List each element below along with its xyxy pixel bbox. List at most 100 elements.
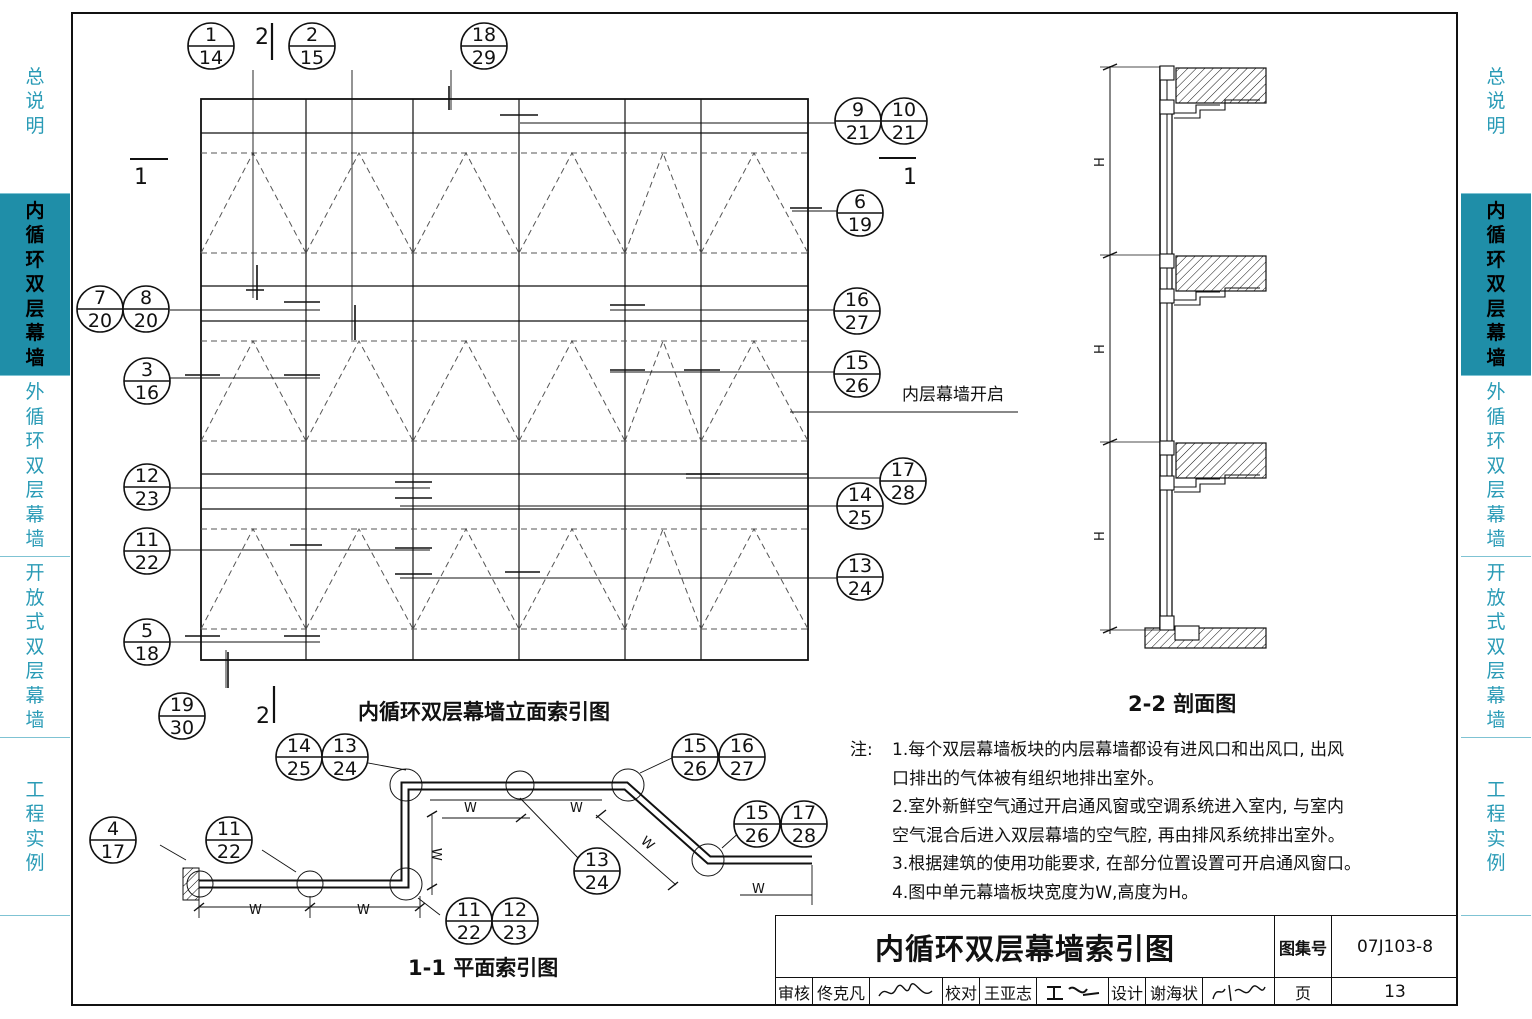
callout-top: 6 [854,191,866,213]
elevation-drawing [130,23,1018,723]
plan-dim-w2: W [357,903,370,918]
signature-reviewer [878,983,933,997]
callout-top: 12 [135,465,159,487]
callout-top: 15 [745,802,769,824]
callout-bottom: 22 [217,841,241,863]
elevation-title: 内循环双层幕墙立面索引图 [358,700,610,724]
callout-bottom: 30 [170,717,194,739]
tab-outer-circulation[interactable]: 外循环双层幕墙 [0,376,70,557]
callout-top: 11 [217,818,241,840]
callout-top: 11 [135,529,159,551]
callout-bottom: 17 [101,841,125,863]
tab-label: 工程实例 [1486,778,1506,875]
elevation-callout: 316 [123,357,171,405]
review-label: 审核 [775,977,812,1006]
callout-bottom: 16 [135,382,159,404]
tab-label: 外循环双层幕墙 [25,381,45,551]
tab-label: 内循环双层幕墙 [1486,199,1506,369]
callout-top: 2 [306,24,318,46]
tab-inner-circulation[interactable]: 内循环双层幕墙 [1461,194,1531,376]
section-dim-h2: H [1093,344,1108,354]
tab-project-examples[interactable]: 工程实例 [0,738,70,916]
tab-label: 工程实例 [25,778,45,875]
note-line-3: 2.室外新鲜空气通过开启通风窗或空调系统进入室内, 与室内 [892,797,1345,817]
callout-top: 9 [852,99,864,121]
note-line-4: 空气混合后进入双层幕墙的空气腔, 再由排风系统排出室外。 [892,825,1345,846]
callout-bottom: 24 [333,758,357,780]
elevation-callout: 215 [288,22,336,70]
tab-open-type[interactable]: 开放式双层幕墙 [0,557,70,738]
callout-top: 4 [107,818,119,840]
note-line-2: 口排出的气体被有组织地排出室外。 [892,768,1164,789]
note-line-5: 3.根据建筑的使用功能要求, 在部分位置设置可开启通风窗口。 [892,854,1362,874]
section-dimensions: H H H [1093,157,1108,541]
callout-top: 1 [205,24,217,46]
signature-designer [1211,984,1266,1002]
section-dim-h1: H [1093,157,1108,167]
tab-label: 内循环双层幕墙 [25,199,45,369]
inner-opening-annotation: 内层幕墙开启 [902,385,1004,405]
callout-top: 3 [141,359,153,381]
callout-top: 13 [333,735,357,757]
plan-dim-w7: W [752,882,765,897]
callout-bottom: 26 [683,758,707,780]
designer-name: 谢海状 [1145,977,1202,1006]
callout-top: 15 [683,735,707,757]
plan-dim-w1: W [249,903,262,918]
page-number: 13 [1331,977,1458,1006]
title-block: 内循环双层幕墙索引图 图集号 07J103-8 审核 佟克凡 校对 王亚志 设计… [775,915,1458,1006]
tab-open-type[interactable]: 开放式双层幕墙 [1461,557,1531,738]
callout-bottom: 25 [848,507,872,529]
callout-bottom: 21 [846,122,870,144]
plan-dimensions: W W W W W W W [249,801,765,918]
notes: 注:1.每个双层幕墙板块的内层幕墙都设有进风口和出风口, 出风 口排出的气体被有… [850,736,1450,907]
tab-label: 开放式双层幕墙 [25,562,45,732]
elevation-callouts: 1142151829921102161972082016273161526122… [76,22,928,740]
tab-general[interactable]: 总说明 [0,10,70,194]
elevation-callout: 518 [123,618,171,666]
callout-bottom: 18 [135,643,159,665]
callout-bottom: 27 [845,312,869,334]
atlas-label: 图集号 [1274,915,1331,977]
callout-top: 8 [140,287,152,309]
callout-top: 14 [287,735,311,757]
drawing-frame [71,12,1458,1006]
callout-top: 7 [94,287,106,309]
elevation-callout: 720 [76,285,124,333]
plan-dim-w6: W [637,834,657,854]
sidebar-right: 总说明 内循环双层幕墙 外循环双层幕墙 开放式双层幕墙 工程实例 [1461,10,1531,916]
callout-bottom: 26 [845,375,869,397]
tab-inner-circulation[interactable]: 内循环双层幕墙 [0,194,70,376]
elevation-callout: 114 [187,22,235,70]
callout-bottom: 28 [792,825,816,847]
note-line-6: 4.图中单元幕墙板块宽度为W,高度为H。 [892,882,1199,903]
callout-top: 12 [503,899,527,921]
plan-dim-w3: W [464,801,477,816]
tab-label: 总说明 [1486,65,1506,137]
callout-bottom: 23 [503,922,527,944]
tab-general[interactable]: 总说明 [1461,10,1531,194]
callout-bottom: 23 [135,488,159,510]
callout-bottom: 25 [287,758,311,780]
plan-drawing [159,756,813,918]
tab-project-examples[interactable]: 工程实例 [1461,738,1531,916]
tab-label: 总说明 [25,65,45,137]
section-mark-1-left: 1 [134,165,148,190]
tab-outer-circulation[interactable]: 外循环双层幕墙 [1461,376,1531,557]
callout-bottom: 21 [892,122,916,144]
note-line-1: 注:1.每个双层幕墙板块的内层幕墙都设有进风口和出风口, 出风 [850,736,1450,765]
